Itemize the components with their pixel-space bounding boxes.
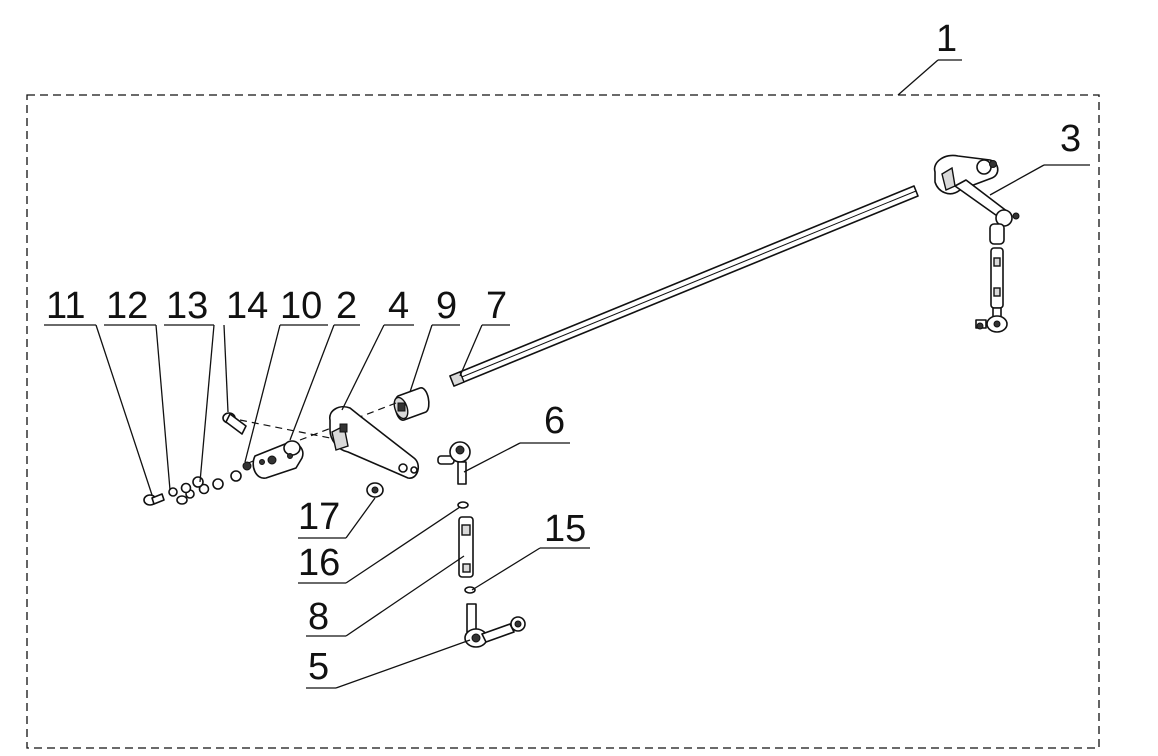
shaft-part-7 (449, 185, 919, 387)
rod-end-part-5 (464, 603, 526, 648)
assembly-label: 1 (936, 18, 958, 60)
callout-2: 2 (336, 285, 358, 327)
callout-7: 7 (486, 285, 508, 327)
flange-part-2 (252, 440, 304, 479)
callout-8: 8 (308, 596, 330, 638)
callout-3: 3 (1060, 118, 1082, 160)
callout-15: 15 (544, 508, 587, 550)
lever-part-4 (329, 405, 420, 479)
callout-5: 5 (308, 646, 330, 688)
callout-13: 13 (166, 285, 209, 327)
callout-6: 6 (544, 400, 566, 442)
callout-4: 4 (388, 285, 410, 327)
callout-17: 17 (298, 496, 341, 538)
callout-14: 14 (226, 285, 269, 327)
washer-part-16 (457, 501, 469, 509)
callout-11: 11 (46, 285, 86, 327)
callout-12: 12 (106, 285, 149, 327)
callout-leaders (44, 164, 1090, 689)
small-hardware-group (143, 461, 252, 506)
washer-part-15 (464, 586, 476, 594)
sleeve-part-9 (393, 387, 430, 421)
callout-9: 9 (436, 285, 458, 327)
ball-joint-part-6 (437, 441, 471, 485)
callout-16: 16 (298, 542, 341, 584)
leader-1 (897, 59, 962, 96)
rod-part-8 (458, 516, 474, 578)
callout-10: 10 (280, 285, 323, 327)
nut-part-17 (366, 482, 384, 498)
bolt-part-14 (222, 412, 247, 435)
lever-assembly-part-3 (933, 154, 1020, 333)
assembly-boundary (26, 94, 1100, 749)
